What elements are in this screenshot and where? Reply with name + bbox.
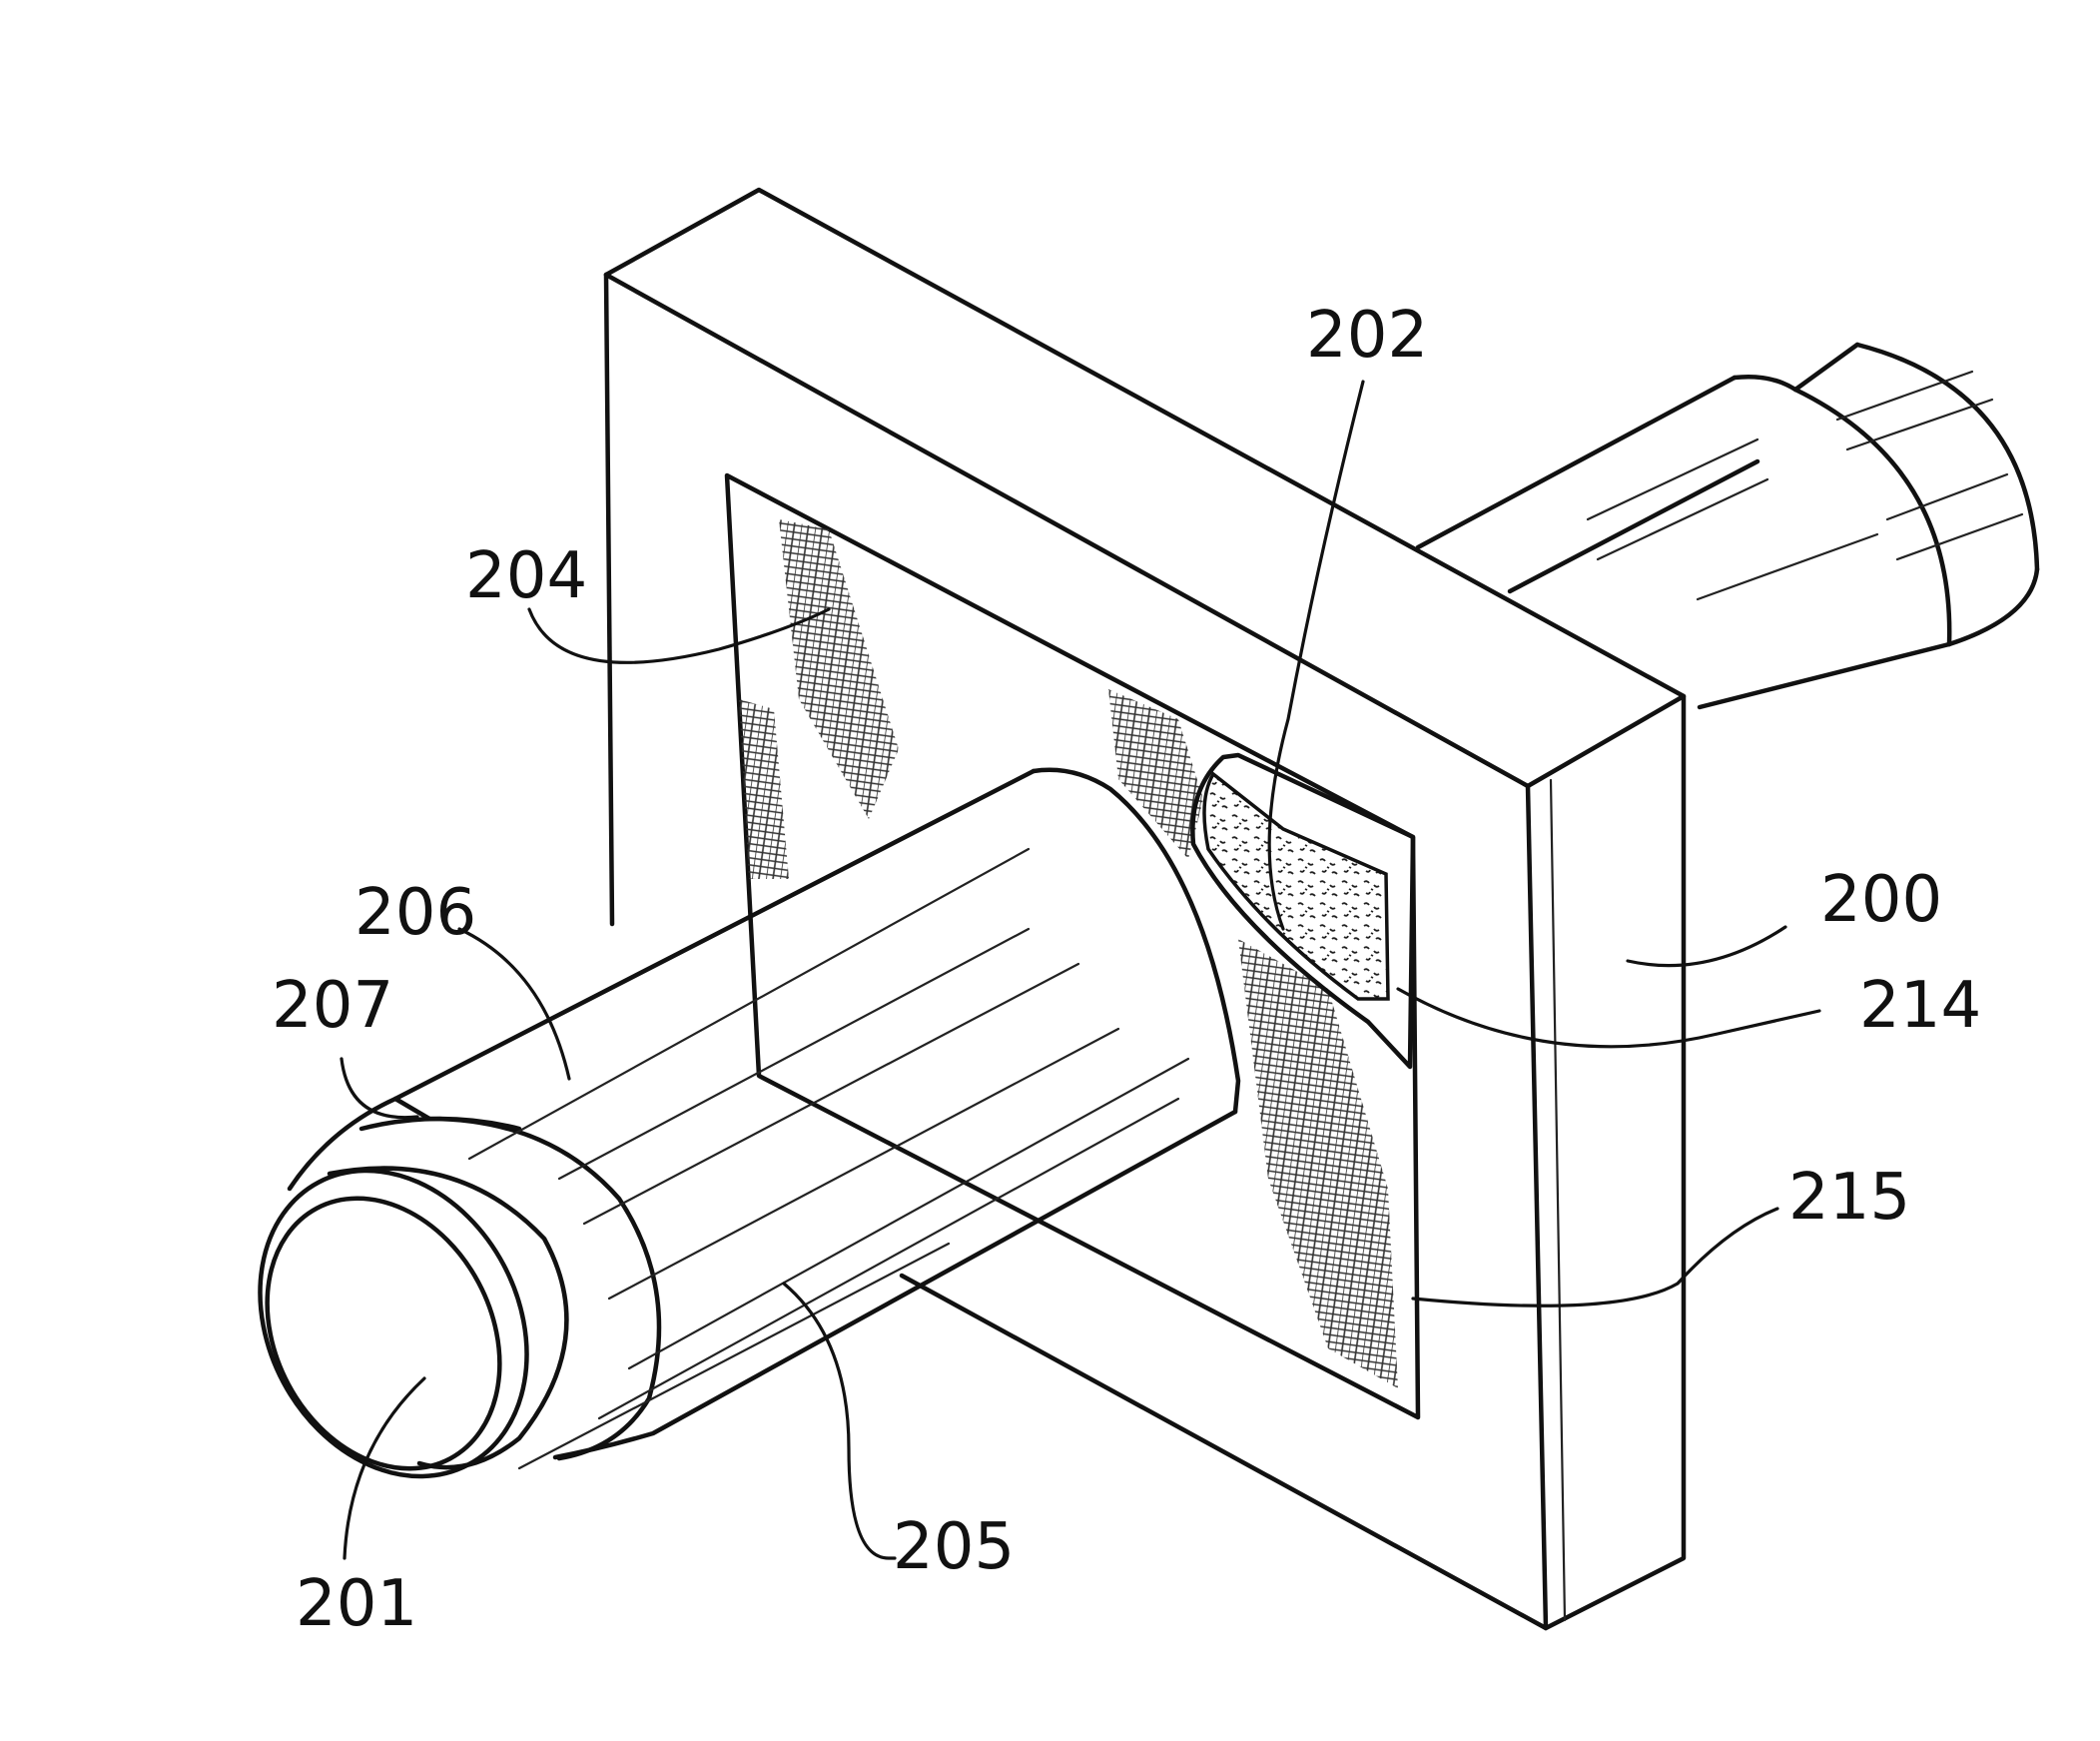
label-207: 207 bbox=[272, 969, 393, 1043]
label-200: 200 bbox=[1820, 863, 1942, 937]
label-201: 201 bbox=[296, 1567, 417, 1641]
label-205: 205 bbox=[893, 1510, 1015, 1584]
leader-214 bbox=[1398, 989, 1819, 1047]
leader-200 bbox=[1628, 927, 1785, 966]
label-204: 204 bbox=[465, 539, 587, 613]
rear-shaft bbox=[1418, 345, 2037, 707]
label-214: 214 bbox=[1859, 969, 1981, 1043]
leader-205 bbox=[784, 1284, 895, 1558]
label-215: 215 bbox=[1788, 1161, 1910, 1235]
label-206: 206 bbox=[354, 876, 476, 950]
leader-204 bbox=[529, 609, 829, 662]
leader-215 bbox=[1413, 1209, 1777, 1306]
label-202: 202 bbox=[1306, 299, 1428, 373]
